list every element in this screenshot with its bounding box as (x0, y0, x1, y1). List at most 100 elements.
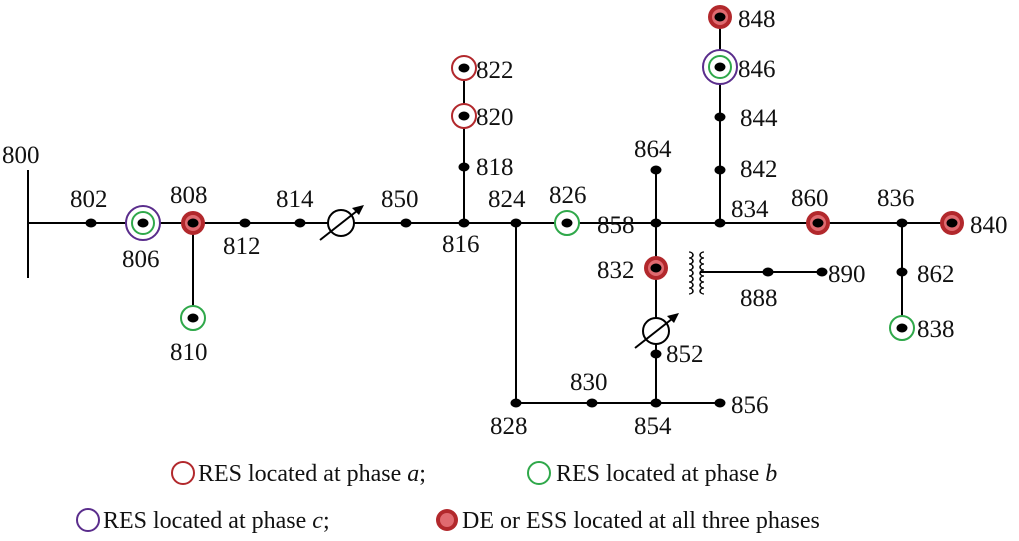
legend-all-phases-text: DE or ESS located at all three phases (462, 508, 820, 534)
bus-832 (644, 256, 668, 280)
bus-label-844: 844 (740, 105, 778, 132)
bus-dot (714, 12, 726, 22)
bus-label-824: 824 (488, 186, 526, 213)
bus-dot (458, 63, 470, 73)
bus-858 (650, 218, 662, 228)
bus-dot (650, 349, 662, 359)
bus-dot (714, 398, 726, 408)
bus-dot (561, 218, 573, 228)
bus-dot (650, 165, 662, 175)
bus-890 (816, 267, 828, 277)
bus-816 (458, 218, 470, 228)
bus-label-834: 834 (731, 196, 769, 223)
bus-850 (400, 218, 412, 228)
bus-840 (940, 211, 964, 235)
bus-854 (650, 398, 662, 408)
bus-dot (714, 218, 726, 228)
bus-852 (650, 349, 662, 359)
transformer-832-888 (688, 251, 705, 295)
bus-826 (554, 210, 580, 236)
bus-label-888: 888 (740, 285, 778, 312)
bus-dot (896, 267, 908, 277)
bus-label-820: 820 (476, 104, 514, 131)
bus-label-826: 826 (549, 182, 587, 209)
bus-888 (762, 267, 774, 277)
bus-dot (896, 218, 908, 228)
bus-label-842: 842 (740, 156, 778, 183)
bus-label-808: 808 (170, 182, 208, 209)
bus-nodes (85, 5, 964, 408)
bus-label-852: 852 (666, 341, 704, 368)
regulator-arrowhead (352, 205, 364, 215)
transformer-primary-coil (688, 251, 694, 295)
bus-dot (714, 165, 726, 175)
bus-812 (239, 218, 251, 228)
bus-828 (510, 398, 522, 408)
bus-838 (889, 315, 915, 341)
legend-phase-b-text: RES located at phase b (556, 461, 777, 487)
bus-dot (458, 218, 470, 228)
bus-862 (896, 267, 908, 277)
bus-label-860: 860 (791, 185, 829, 212)
bus-dot (239, 218, 251, 228)
bus-814 (294, 218, 306, 228)
bus-dot (458, 162, 470, 172)
bus-818 (458, 162, 470, 172)
regulator-arrow (634, 314, 678, 349)
bus-836 (896, 218, 908, 228)
bus-label-862: 862 (917, 261, 955, 288)
bus-dot (714, 62, 726, 72)
bus-dot (510, 218, 522, 228)
transformer-secondary-coil (699, 251, 705, 295)
regulator-1 (319, 205, 364, 241)
bus-label-850: 850 (381, 186, 419, 213)
bus-dot (400, 218, 412, 228)
bus-label-802: 802 (70, 186, 108, 213)
bus-label-858: 858 (597, 212, 635, 239)
bus-label-800: 800 (2, 142, 40, 169)
bus-dot (650, 398, 662, 408)
bus-dot (187, 218, 199, 228)
legend-all-phases-filled-inner (440, 513, 454, 527)
bus-846 (702, 49, 738, 85)
bus-dot (586, 398, 598, 408)
bus-dot (85, 218, 97, 228)
bus-dot (510, 398, 522, 408)
bus-label-832: 832 (597, 257, 635, 284)
legend-row-1: RES located at phase a; RES located at p… (171, 461, 777, 487)
bus-860 (806, 211, 830, 235)
bus-dot (137, 218, 149, 228)
bus-dot (816, 267, 828, 277)
bus-dot (650, 263, 662, 273)
regulator-2 (634, 313, 679, 349)
bus-label-818: 818 (476, 154, 514, 181)
bus-dot (714, 112, 726, 122)
bus-834 (714, 218, 726, 228)
bus-label-812: 812 (223, 233, 261, 260)
bus-label-836: 836 (877, 185, 915, 212)
bus-label-816: 816 (442, 231, 480, 258)
bus-label-806: 806 (122, 246, 160, 273)
bus-802 (85, 218, 97, 228)
legend-phase-a-ring-icon (171, 461, 195, 485)
bus-856 (714, 398, 726, 408)
bus-label-822: 822 (476, 57, 514, 84)
bus-dot (650, 218, 662, 228)
legend-phase-b-ring-icon (527, 461, 551, 485)
bus-label-854: 854 (634, 413, 672, 440)
legend-phase-a-text: RES located at phase a; (198, 461, 426, 487)
legend: RES located at phase a; RES located at p… (76, 461, 820, 534)
bus-label-810: 810 (170, 339, 208, 366)
bus-824 (510, 218, 522, 228)
bus-810 (180, 305, 206, 331)
bus-dot (187, 313, 199, 323)
bus-808 (181, 211, 205, 235)
bus-label-838: 838 (917, 316, 955, 343)
bus-label-840: 840 (970, 212, 1008, 239)
bus-842 (714, 165, 726, 175)
bus-dot (458, 111, 470, 121)
bus-830 (586, 398, 598, 408)
bus-844 (714, 112, 726, 122)
